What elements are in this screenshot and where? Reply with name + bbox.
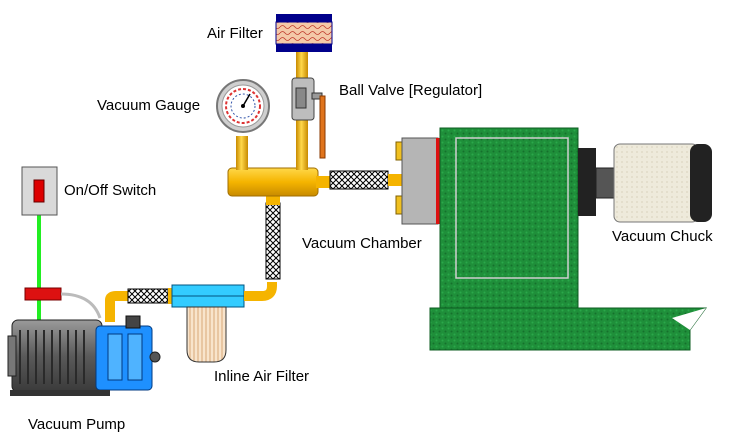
- inline-air-filter-label: Inline Air Filter: [214, 368, 310, 385]
- chuck-icon[interactable]: [578, 143, 712, 223]
- chamber-icon[interactable]: [429, 127, 707, 351]
- manifold: [227, 110, 332, 197]
- pump-hose: [127, 288, 169, 304]
- on-off-switch-label: On/Off Switch: [64, 182, 157, 199]
- vacuum-chuck-label: Vacuum Chuck: [612, 228, 713, 245]
- vacuum-chamber-label: Vacuum Chamber: [302, 235, 422, 252]
- pump-cord: [60, 292, 102, 319]
- riser-hose: [265, 202, 281, 280]
- switch-icon[interactable]: [21, 166, 58, 216]
- chamber-hose: [329, 170, 389, 190]
- valve-icon[interactable]: [291, 77, 326, 159]
- pump-icon[interactable]: [7, 315, 161, 396]
- ball-valve-label: Ball Valve [Regulator]: [339, 82, 483, 99]
- vacuum-gauge-label: Vacuum Gauge: [97, 97, 201, 114]
- vacuum-pump-label: Vacuum Pump: [28, 416, 126, 433]
- chamber-plate: [395, 137, 442, 225]
- inline-filter-icon[interactable]: [168, 284, 245, 363]
- gauge-icon[interactable]: [216, 79, 270, 133]
- air-filter-label: Air Filter: [207, 25, 263, 42]
- inline-plug: [24, 287, 62, 301]
- air-filter-icon[interactable]: [275, 14, 333, 52]
